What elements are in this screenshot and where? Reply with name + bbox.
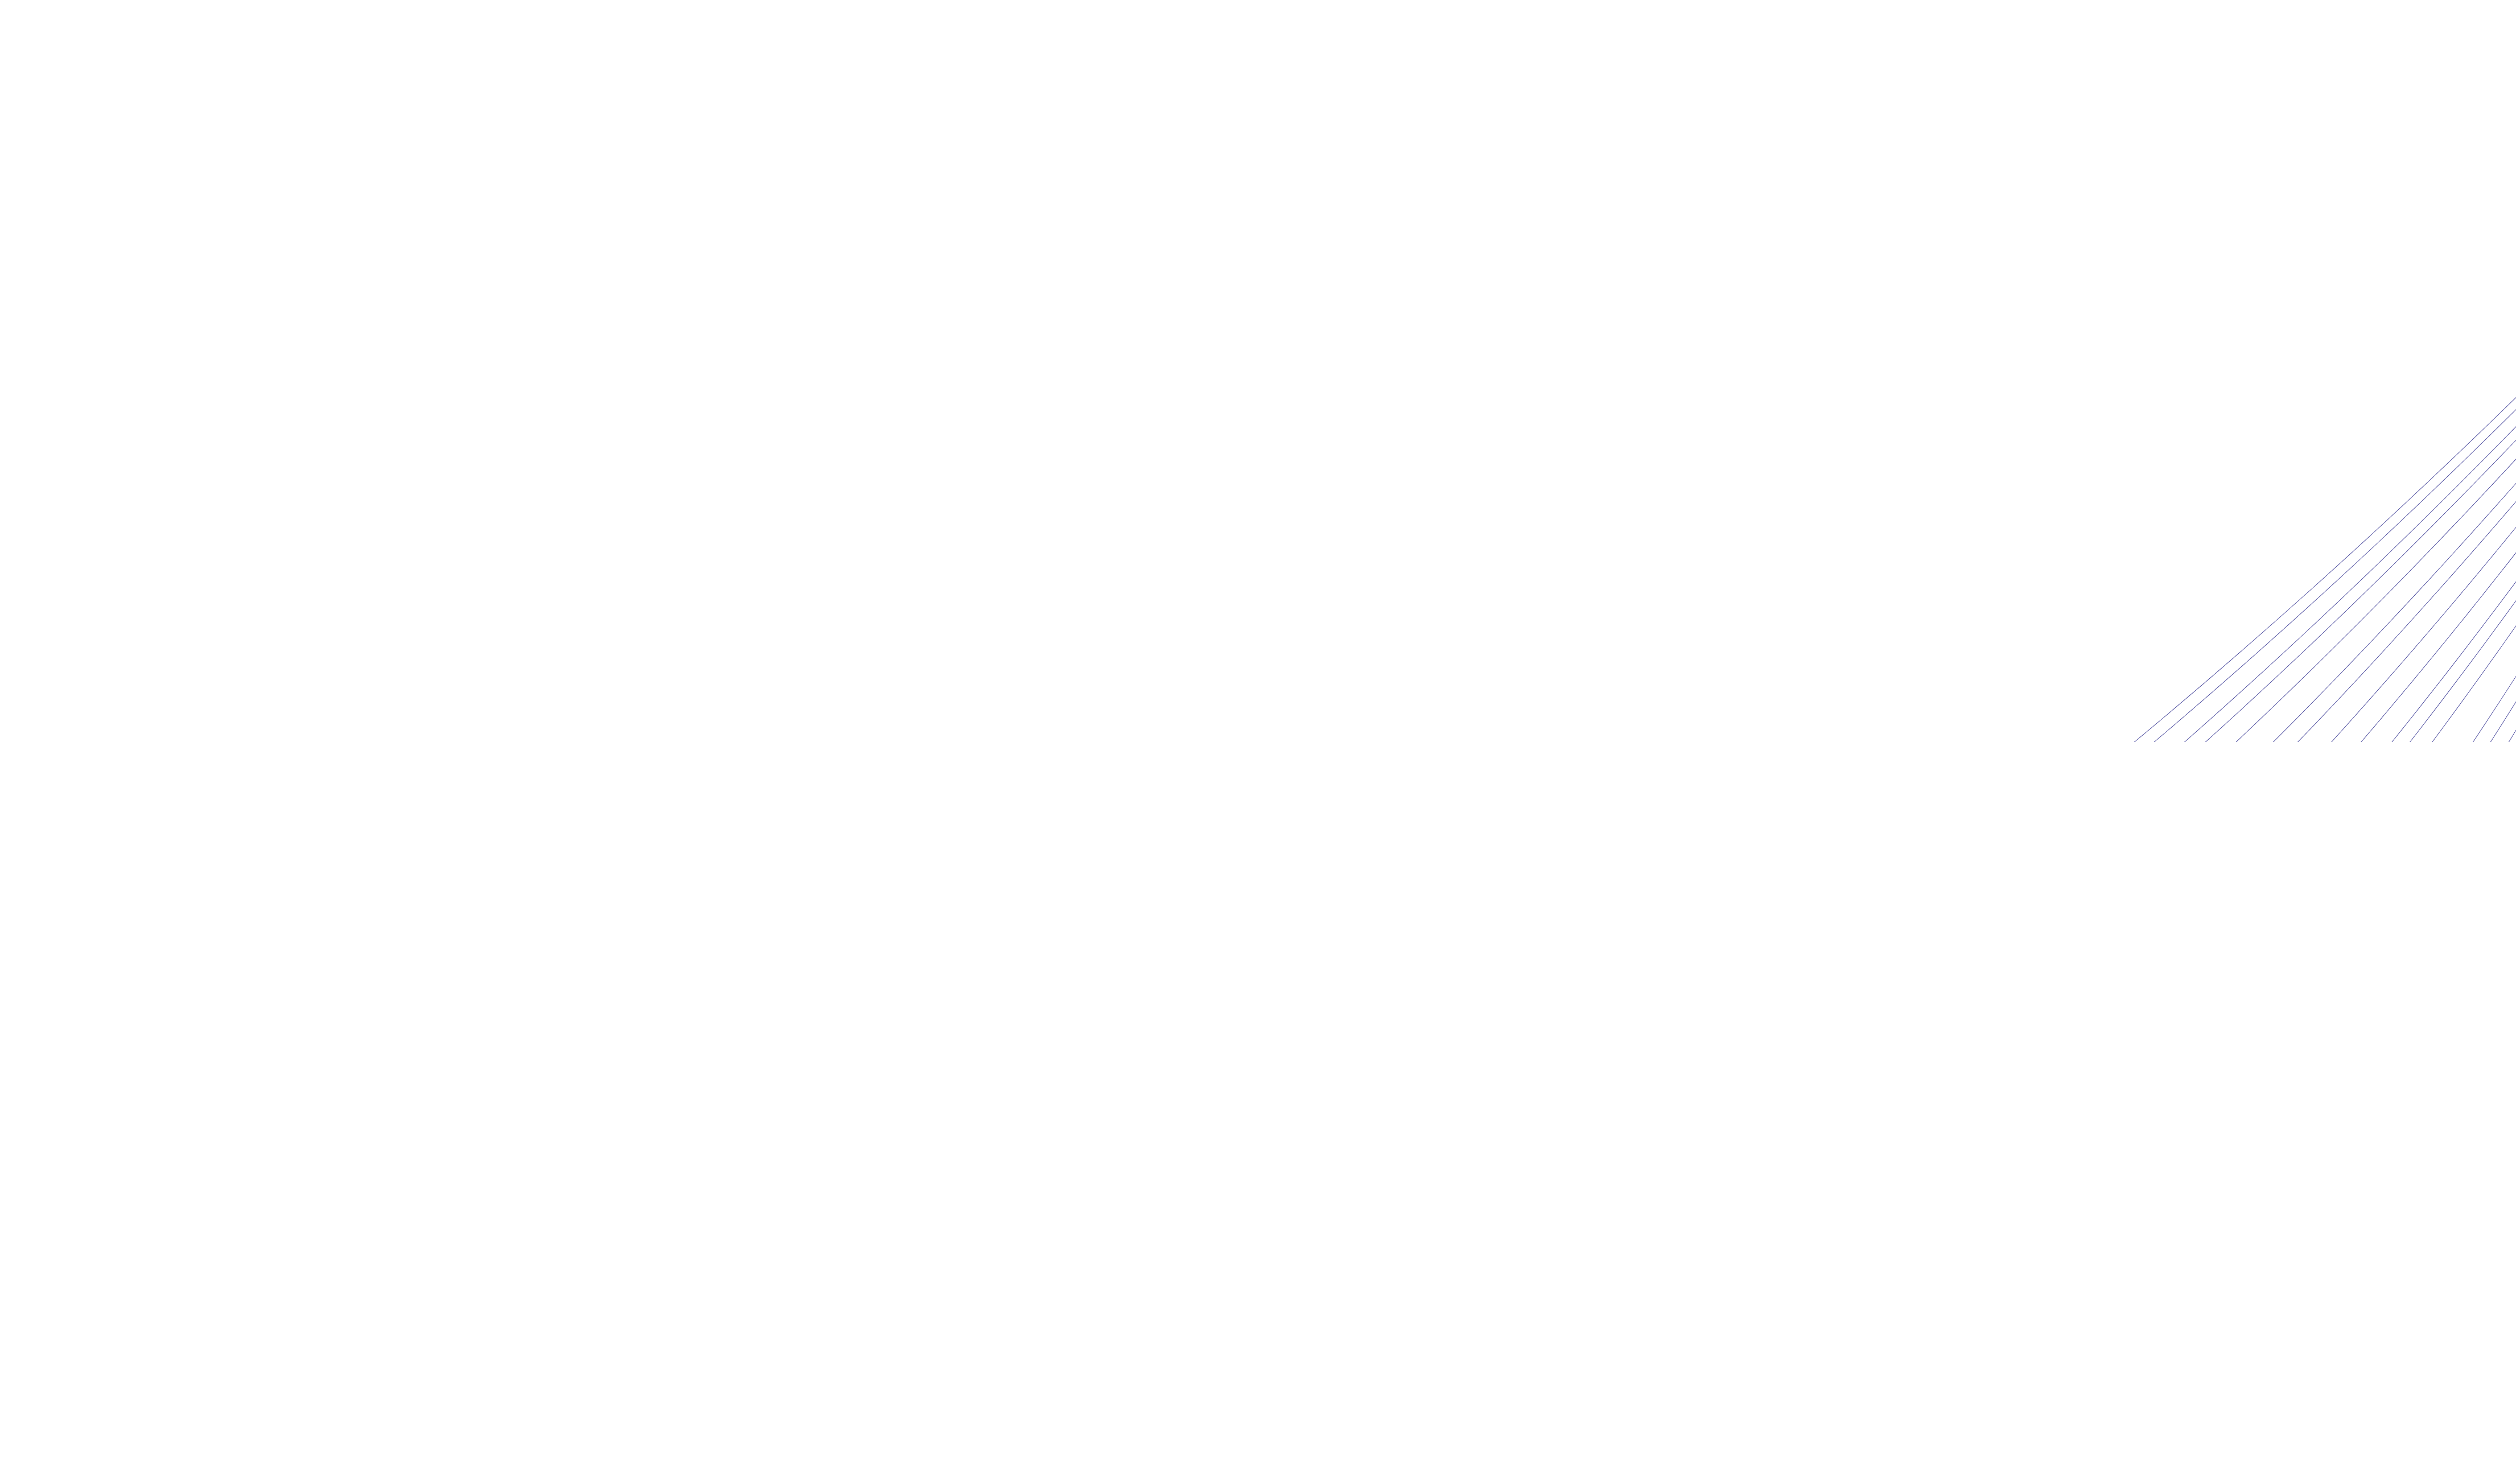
inheritance-edge — [724, 131, 2516, 742]
inheritance-edge — [2284, 220, 2516, 742]
inheritance-edge — [2439, 227, 2516, 742]
inheritance-edge — [1254, 165, 2516, 742]
inheritance-edge — [1727, 192, 2516, 742]
inheritance-edge — [2010, 207, 2516, 742]
inheritance-edge — [816, 138, 2516, 742]
inheritance-edge — [108, 89, 2516, 742]
uml-class-diagram: ilObjectListGUI+$ctrl+$description_enabl… — [0, 0, 2516, 742]
inheritance-edge — [195, 96, 2516, 742]
inheritance-edge — [397, 110, 2516, 742]
inheritance-edge — [628, 124, 2516, 742]
inheritance-edge — [939, 145, 2516, 742]
inheritance-edge — [1609, 186, 2516, 742]
inheritance-edge — [505, 117, 2516, 742]
inheritance-edge — [1851, 200, 2516, 742]
inheritance-edge — [300, 104, 2516, 742]
inheritance-edge — [1494, 179, 2516, 742]
inheritance-edge — [2146, 213, 2516, 742]
inheritance-edge — [1372, 172, 2516, 742]
inheritance-edge — [1121, 158, 2516, 742]
inheritance-edge — [1072, 151, 2516, 742]
inheritance-edge-layer — [0, 0, 2516, 742]
